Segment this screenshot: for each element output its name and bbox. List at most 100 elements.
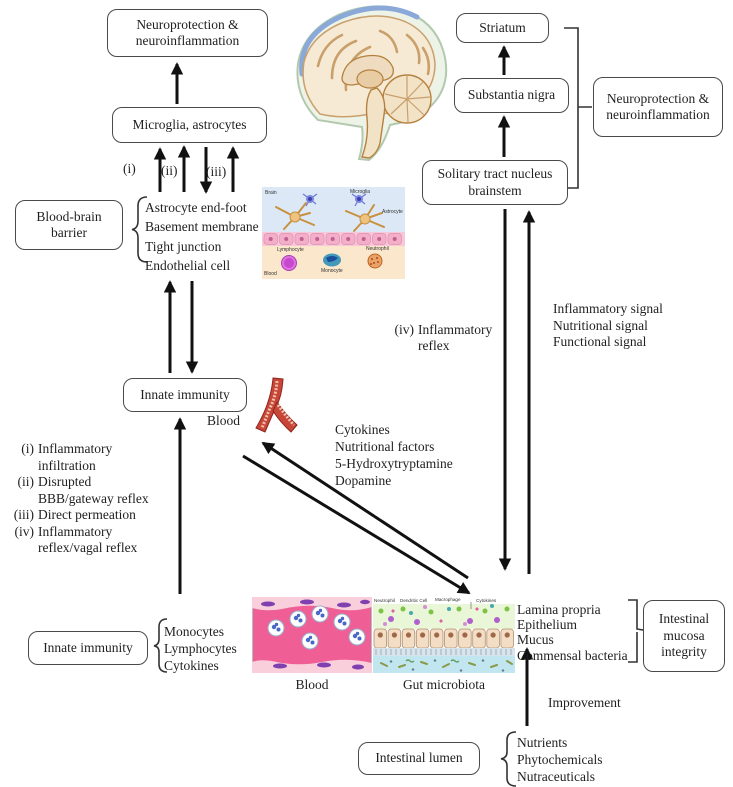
mechanism-item: (ii)Disrupted BBB/gateway reflex [8, 474, 170, 507]
list-item: Epithelium [517, 617, 577, 633]
list-item: Commensal bacteria [517, 647, 628, 663]
list-item: 5-Hydroxytryptamine [335, 456, 453, 471]
node-label: Blood-brain barrier [36, 208, 102, 240]
mucus-layer [373, 648, 515, 656]
lamina-propria-cells [378, 604, 510, 626]
node-label: Neuroprotection & neuroinflammation [606, 90, 710, 122]
list-item: Lymphocytes [164, 641, 237, 656]
node-label: Intestinal mucosa integrity [658, 611, 710, 660]
list-item: Inflammatory signal [553, 301, 663, 316]
gut-microbiota-label: Gut microbiota [402, 677, 486, 692]
node-intestinal-lumen: Intestinal lumen [358, 742, 480, 775]
bbb-components-list: Astrocyte end-foot Basement membrane Tig… [145, 198, 259, 275]
node-substantia-nigra: Substantia nigra [454, 78, 569, 113]
list-item: Phytochemicals [517, 752, 603, 767]
bbb-neutrophil-label: Neutrophil [366, 246, 389, 252]
arrow-label-ii: (ii) [161, 163, 178, 178]
node-blood-brain-barrier: Blood-brain barrier [15, 200, 123, 250]
node-striatum: Striatum [456, 13, 549, 43]
node-label: Microglia, astrocytes [132, 116, 247, 132]
list-item: Tight junction [145, 238, 222, 254]
mechanism-text: Direct permeation [38, 507, 136, 522]
node-neuroprotection-right: Neuroprotection & neuroinflammation [593, 77, 723, 137]
node-microglia-astrocytes: Microglia, astrocytes [112, 107, 267, 143]
bbb-microglia-label: Microglia [350, 189, 370, 195]
arrow-label-iii: (iii) [206, 164, 227, 179]
list-item: Cytokines [335, 422, 390, 437]
gut-neutrophil-label: Neutrophil [374, 598, 395, 603]
list-item: Lamina propria [517, 602, 601, 617]
list-item: Nutrients [517, 735, 568, 750]
list-item: Astrocyte end-foot [145, 200, 247, 215]
arrow-label-i: (i) [123, 161, 136, 176]
brain-illustration [296, 5, 448, 162]
mechanisms-list: (i) Inflammatory infiltration (ii)Disrupt… [8, 441, 170, 557]
mechanism-num: (i) [21, 441, 34, 456]
inflammatory-reflex-label: (iv)Inflammatory reflex [390, 322, 510, 354]
blood-vessel-illustration [255, 377, 298, 433]
signals-list: Inflammatory signal Nutritional signal F… [553, 301, 663, 351]
bracket-brain-regions [564, 27, 592, 189]
list-item: Dopamine [335, 473, 392, 488]
white-blood-cells [267, 605, 366, 650]
bbb-monocyte-label: Monocyte [321, 268, 343, 274]
node-solitary-tract: Solitary tract nucleus brainstem [422, 160, 568, 205]
gut-microbiota-illustration: Neutrophil Dendritic Cell Macrophage Cyt… [373, 597, 515, 673]
microglia-cells [302, 193, 367, 207]
node-innate-immunity-mid: Innate immunity [123, 378, 247, 412]
bbb-illustration: Brain Microglia Astrocyte Lymphocyte Mon… [262, 187, 405, 279]
mechanism-text: Inflammatory reflex/vagal reflex [38, 523, 138, 556]
reflex-num: (iv) [394, 322, 415, 337]
node-label: Innate immunity [43, 639, 133, 655]
list-item: Mucus [517, 632, 554, 648]
mechanism-num: (iii) [13, 507, 34, 522]
immune-cells-list: Monocytes Lymphocytes Cytokines [164, 623, 237, 674]
node-intestinal-mucosa: Intestinal mucosa integrity [643, 600, 725, 672]
lumen-contents-list: Nutrients Phytochemicals Nutraceuticals [517, 734, 602, 785]
node-innate-immunity-bottom: Innate immunity [28, 631, 148, 665]
list-item: Nutritional signal [553, 317, 648, 333]
epithelium-cells [373, 628, 514, 649]
list-item: Functional signal [553, 334, 647, 349]
node-neuroprotection-left: Neuroprotection & neuroinflammation [107, 9, 268, 57]
endothelial-cells [263, 233, 402, 245]
gut-macrophage-label: Macrophage [435, 597, 461, 602]
list-item: Nutraceuticals [517, 769, 595, 784]
node-label: Solitary tract nucleus brainstem [437, 166, 553, 198]
bbb-astrocyte-label: Astrocyte [382, 209, 403, 215]
bracket-lumen-contents [500, 731, 517, 787]
node-label: Innate immunity [140, 386, 230, 402]
mechanism-text: Inflammatory infiltration [38, 441, 113, 473]
mucosa-layers-list: Lamina propria Epithelium Mucus Commensa… [517, 602, 628, 663]
list-item: Cytokines [164, 658, 219, 673]
neutrophil-cell [367, 253, 383, 269]
blood-factors-list: Cytokines Nutritional factors 5-Hydroxyt… [335, 421, 453, 489]
list-item: Basement membrane [145, 219, 259, 235]
node-label: Substantia nigra [467, 87, 556, 103]
node-label: Striatum [479, 19, 526, 35]
blood-bottom-label: Blood [295, 677, 329, 692]
blood-histology-illustration [252, 597, 372, 673]
blood-mid-label: Blood [207, 413, 241, 428]
list-item: Nutritional factors [335, 439, 435, 454]
mechanism-num: (ii) [17, 474, 35, 489]
mechanism-num: (iv) [14, 523, 35, 539]
commensal-bacteria-layer [373, 656, 515, 673]
reflex-text: Inflammatory reflex [418, 322, 493, 353]
gut-dendritic-label: Dendritic Cell [400, 598, 427, 603]
bbb-brain-label: Brain [265, 190, 277, 196]
bacteria [380, 659, 513, 672]
node-label: Intestinal lumen [375, 750, 463, 766]
mechanism-item: (i) Inflammatory infiltration [8, 441, 170, 474]
improvement-label: Improvement [548, 695, 621, 710]
mechanism-item: (iii) Direct permeation [8, 507, 170, 524]
gut-cytokines-label: Cytokines [476, 598, 497, 603]
bbb-lymphocyte-label: Lymphocyte [277, 247, 304, 253]
bbb-blood-label: Blood [264, 271, 277, 277]
list-item: Monocytes [164, 624, 224, 639]
node-label: Neuroprotection & neuroinflammation [135, 16, 240, 48]
mechanism-text: Disrupted BBB/gateway reflex [38, 474, 149, 506]
mechanism-item: (iv)Inflammatory reflex/vagal reflex [8, 524, 170, 557]
endothelial-nuclei [261, 599, 370, 670]
